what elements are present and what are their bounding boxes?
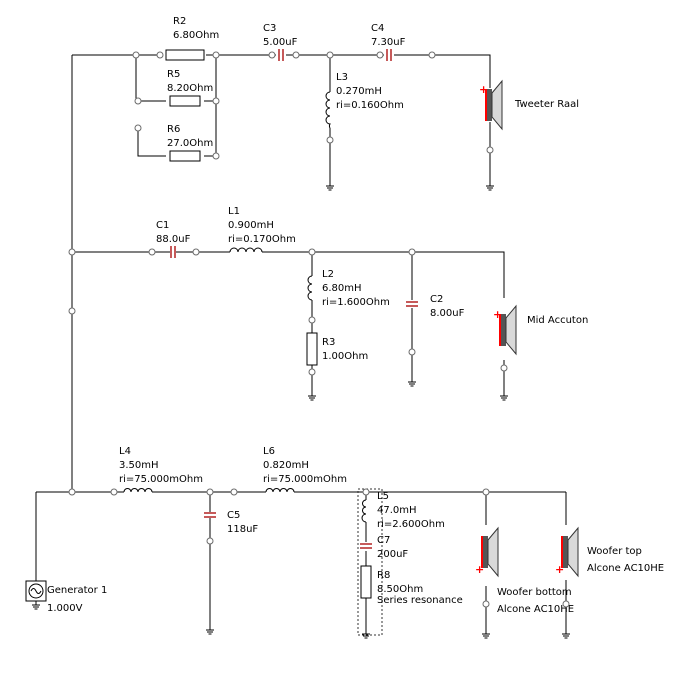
label-C7: C7: [377, 535, 390, 546]
ri-L5: ri=2.600Ohm: [377, 519, 445, 530]
ground-icon: [561, 629, 571, 639]
value-R3: 1.00Ohm: [322, 351, 368, 362]
label-L3: L3: [336, 72, 348, 83]
ri-L4: ri=75.000mOhm: [119, 474, 203, 485]
capacitor-C5[interactable]: C5 118uF: [204, 510, 258, 535]
label-L2: L2: [322, 269, 334, 280]
value-L3: 0.270mH: [336, 86, 382, 97]
inductor-L3[interactable]: L3 0.270mH ri=0.160Ohm: [325, 72, 404, 129]
label-R6: R6: [167, 124, 180, 135]
speaker-mid[interactable]: Mid Accuton: [492, 305, 588, 355]
ri-L2: ri=1.600Ohm: [322, 297, 390, 308]
label-R8: R8: [377, 570, 390, 581]
label-R5: R5: [167, 69, 180, 80]
value-L4: 3.50mH: [119, 460, 159, 471]
value-L1: 0.900mH: [228, 220, 274, 231]
resistor-R6[interactable]: R6 27.0Ohm: [167, 124, 213, 162]
label-C2: C2: [430, 294, 443, 305]
value-C5: 118uF: [227, 524, 258, 535]
ground-icon: [485, 181, 495, 191]
value-L2: 6.80mH: [322, 283, 362, 294]
inductor-L2[interactable]: L2 6.80mH ri=1.600Ohm: [307, 269, 390, 308]
value-C3: 5.00uF: [263, 37, 298, 48]
label-L4: L4: [119, 446, 131, 457]
label-C5: C5: [227, 510, 240, 521]
resistor-R8[interactable]: R8 8.50Ohm Series resonance: [360, 565, 463, 606]
label-L1: L1: [228, 206, 240, 217]
label-L6: L6: [263, 446, 275, 457]
value-C7: 200uF: [377, 549, 408, 560]
inductor-L5[interactable]: L5 47.0mH ri=2.600Ohm: [361, 491, 445, 530]
label-tweeter: Tweeter Raal: [514, 99, 579, 110]
ground-icon: [325, 181, 335, 191]
label-C3: C3: [263, 23, 276, 34]
ground-icon: [205, 625, 215, 635]
ground-icon: [407, 377, 417, 387]
speaker-tweeter[interactable]: Tweeter Raal: [478, 80, 579, 130]
value-L5: 47.0mH: [377, 505, 417, 516]
resistor-R2[interactable]: R2 6.80Ohm: [165, 16, 219, 61]
resistor-R5[interactable]: R5 8.20Ohm: [167, 69, 213, 107]
capacitor-C7[interactable]: C7 200uF: [360, 535, 408, 560]
capacitor-C2[interactable]: C2 8.00uF: [406, 294, 465, 319]
value-C4: 7.30uF: [371, 37, 406, 48]
speaker-woofer-top[interactable]: Woofer top Alcone AC10HE: [554, 527, 664, 577]
value-L6: 0.820mH: [263, 460, 309, 471]
nodes: [68, 51, 570, 608]
capacitor-C4[interactable]: C4 7.30uF: [371, 23, 406, 61]
ground-icon: [307, 391, 317, 401]
label-C4: C4: [371, 23, 384, 34]
note-R8: Series resonance: [377, 595, 463, 606]
label-C1: C1: [156, 220, 169, 231]
ri-L6: ri=75.000mOhm: [263, 474, 347, 485]
ri-L1: ri=0.170Ohm: [228, 234, 296, 245]
ri-L3: ri=0.160Ohm: [336, 100, 404, 111]
label-woofer-bottom-2: Alcone AC10HE: [497, 604, 574, 615]
label-generator: Generator 1: [47, 585, 107, 596]
inductor-L1[interactable]: L1 0.900mH ri=0.170Ohm: [228, 206, 296, 253]
ground-icon: [499, 391, 509, 401]
value-R6: 27.0Ohm: [167, 138, 213, 149]
inductor-L4[interactable]: L4 3.50mH ri=75.000mOhm: [119, 446, 203, 493]
label-L5: L5: [377, 491, 389, 502]
value-C2: 8.00uF: [430, 308, 465, 319]
value-R8: 8.50Ohm: [377, 584, 423, 595]
resistor-R3[interactable]: R3 1.00Ohm: [306, 332, 368, 366]
label-R3: R3: [322, 337, 335, 348]
ground-symbols: [31, 181, 571, 639]
capacitor-C1[interactable]: C1 88.0uF: [156, 220, 191, 258]
ground-icon: [31, 600, 41, 610]
value-R2: 6.80Ohm: [173, 30, 219, 41]
label-woofer-top-2: Alcone AC10HE: [587, 563, 664, 574]
label-R2: R2: [173, 16, 186, 27]
series-resonance-group[interactable]: L5 47.0mH ri=2.600Ohm C7 200uF R8 8.50Oh…: [357, 488, 463, 636]
ground-icon: [361, 629, 371, 639]
label-mid: Mid Accuton: [527, 315, 588, 326]
label-woofer-bottom-1: Woofer bottom: [497, 587, 572, 598]
speaker-woofer-bottom[interactable]: Woofer bottom Alcone AC10HE: [474, 527, 574, 615]
generator-source[interactable]: Generator 1 1.000V: [25, 580, 107, 614]
value-R5: 8.20Ohm: [167, 83, 213, 94]
inductor-L6[interactable]: L6 0.820mH ri=75.000mOhm: [263, 446, 347, 493]
label-woofer-top-1: Woofer top: [587, 546, 642, 557]
capacitor-C3[interactable]: C3 5.00uF: [263, 23, 298, 61]
value-C1: 88.0uF: [156, 234, 191, 245]
ground-icon: [481, 629, 491, 639]
value-generator: 1.000V: [47, 603, 83, 614]
